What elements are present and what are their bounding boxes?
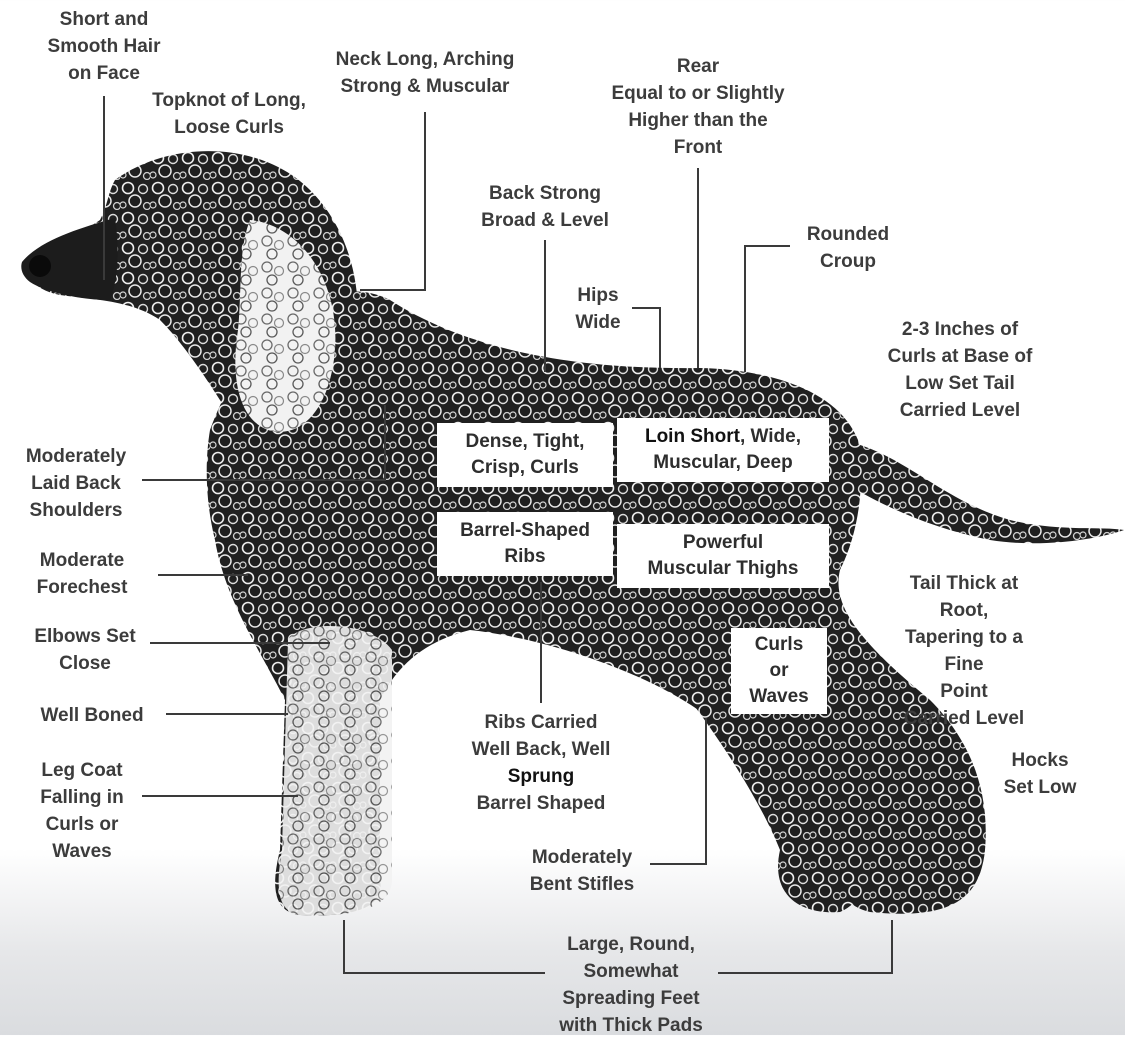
leader-croup xyxy=(745,246,790,372)
label-forechest: Moderate Forechest xyxy=(37,547,128,601)
label-shoulders: Moderately Laid Back Shoulders xyxy=(26,443,126,524)
label-stifles: Moderately Bent Stifles xyxy=(530,844,635,898)
label-hocks: Hocks Set Low xyxy=(1004,747,1077,801)
label-loin-lead: Loin Short xyxy=(645,426,740,447)
nose xyxy=(29,255,51,277)
label-face-hair: Short and Smooth Hair on Face xyxy=(48,6,161,87)
label-boned: Well Boned xyxy=(40,702,143,729)
leader-hips xyxy=(632,308,660,368)
label-ribs-shape: Barrel-Shaped Ribs xyxy=(437,512,613,576)
label-ribs-back-2: Sprung xyxy=(508,766,575,787)
label-loin: Loin Short, Wide, Muscular, Deep xyxy=(617,418,829,482)
label-elbows: Elbows Set Close xyxy=(34,623,135,677)
leader-neck xyxy=(360,112,425,290)
label-hips: Hips Wide xyxy=(575,282,620,336)
label-neck: Neck Long, Arching Strong & Muscular xyxy=(336,46,515,100)
label-curls-waves: Curls or Waves xyxy=(731,628,827,714)
leader-stifles xyxy=(650,718,706,864)
tail xyxy=(840,440,1124,543)
label-ribs-back: Ribs Carried Well Back, WellSprungBarrel… xyxy=(472,709,611,817)
label-ribs-back-1: Ribs Carried Well Back, Well xyxy=(472,712,611,760)
label-ribs-back-3: Barrel Shaped xyxy=(477,793,606,814)
label-feet: Large, Round, Somewhat Spreading Feet wi… xyxy=(559,931,703,1039)
label-coat: Dense, Tight, Crisp, Curls xyxy=(437,423,613,487)
label-rear: Rear Equal to or Slightly Higher than th… xyxy=(611,53,784,161)
label-back: Back Strong Broad & Level xyxy=(481,180,609,234)
label-leg-coat: Leg Coat Falling in Curls or Waves xyxy=(40,757,123,865)
label-thighs: Powerful Muscular Thighs xyxy=(617,524,829,588)
label-topknot: Topknot of Long, Loose Curls xyxy=(152,87,306,141)
front-leg xyxy=(279,626,392,915)
label-croup: Rounded Croup xyxy=(807,221,889,275)
label-tail-curls: 2-3 Inches of Curls at Base of Low Set T… xyxy=(888,316,1033,424)
label-tail-root: Tail Thick at Root, Tapering to a Fine P… xyxy=(884,570,1045,732)
